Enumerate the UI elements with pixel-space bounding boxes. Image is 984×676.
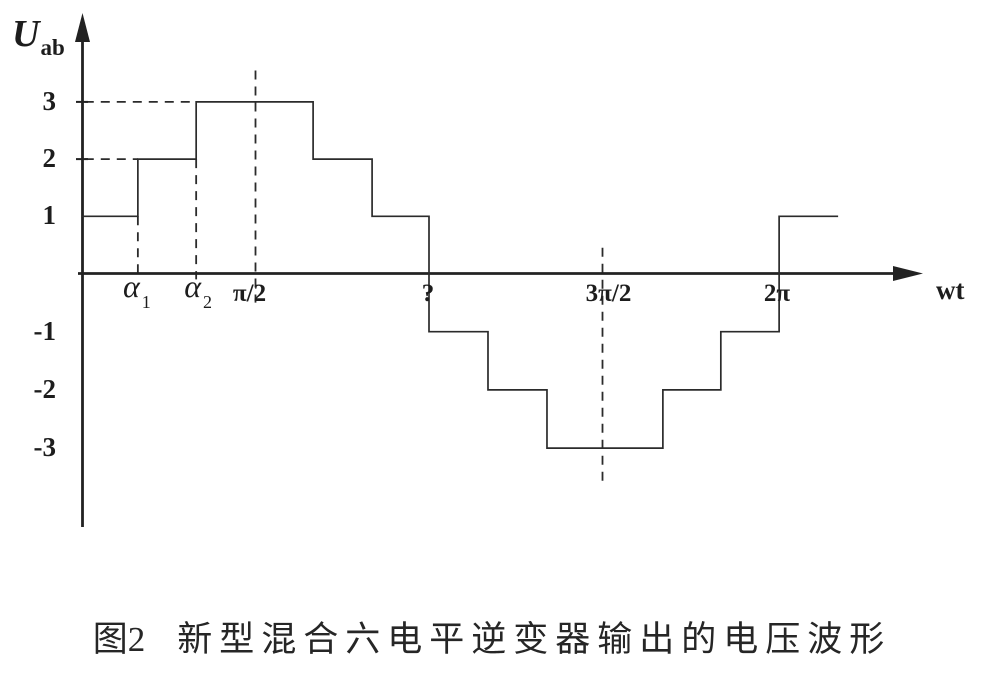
waveform-chart <box>75 13 923 527</box>
x-axis-arrowhead <box>893 266 923 281</box>
figure-number: 图2 <box>92 620 146 659</box>
figure-caption-text: 新型混合六电平逆变器输出的电压波形 <box>177 620 892 659</box>
y-axis-arrowhead <box>75 13 90 42</box>
figure-caption: 图2 新型混合六电平逆变器输出的电压波形 <box>0 611 984 662</box>
waveform-polyline <box>82 101 839 449</box>
